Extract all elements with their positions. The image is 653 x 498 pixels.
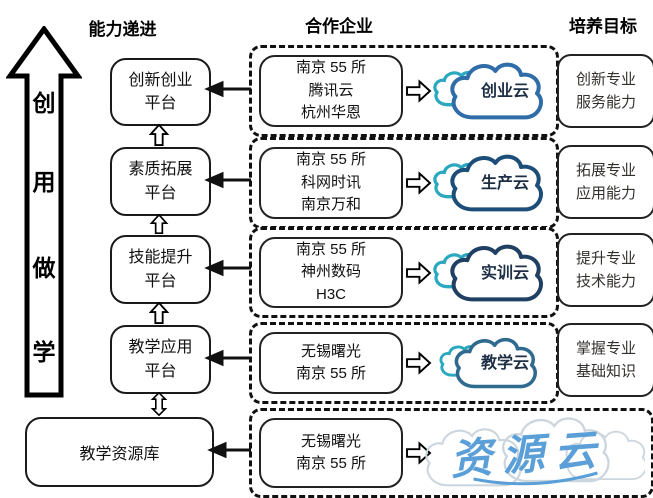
big-cloud-shape <box>454 337 537 389</box>
goal-box-4: 掌握专业 基础知识 <box>557 323 653 397</box>
big-cloud-shape <box>450 154 543 212</box>
watermark-resource-cloud: 资源云 <box>412 413 648 493</box>
up-arrow-icon <box>149 302 169 324</box>
up-down-arrow-icon <box>149 392 169 416</box>
faint-cloud-shape <box>502 417 610 483</box>
partner-companies-box: 无锡曙光 南京 55 所 <box>259 332 403 394</box>
partner-cloud-group-2: 南京 55 所 科网时讯 南京万和 生产云 <box>249 137 559 229</box>
partner-cloud-group-3: 南京 55 所 神州数码 H3C 实训云 <box>249 227 559 318</box>
arrow-char: 用 <box>32 169 56 195</box>
header-ability-progression: 能力递进 <box>88 20 157 39</box>
cloud-icon: 生产云 <box>428 147 550 219</box>
cloud-icon: 实训云 <box>428 237 550 309</box>
goal-box-2: 拓展专业 应用能力 <box>557 145 653 219</box>
partner-cloud-group-5: 无锡曙光 南京 55 所 资源云 <box>249 408 653 498</box>
cloud-icon: 创业云 <box>428 55 550 127</box>
resource-library-box: 教学资源库 <box>25 417 214 487</box>
big-cloud-shape <box>450 244 543 301</box>
partner-cloud-group-1: 南京 55 所 腾讯云 杭州华恩 创业云 <box>249 45 559 137</box>
big-cloud-shape <box>450 62 543 120</box>
platform-box-teaching: 教学应用 平台 <box>110 325 211 394</box>
up-arrow-icon <box>149 124 169 146</box>
watermark-text: 资源云 <box>449 425 608 485</box>
goal-box-3: 提升专业 技术能力 <box>557 233 653 307</box>
arrow-char: 做 <box>32 255 56 281</box>
faint-cloud-shape <box>565 430 648 481</box>
arrow-char: 学 <box>32 339 56 365</box>
cloud-icon: 教学云 <box>428 331 550 395</box>
right-arrow-icon <box>406 441 432 465</box>
partner-companies-box: 南京 55 所 神州数码 H3C <box>259 237 403 308</box>
up-arrow-icon <box>149 214 169 234</box>
goal-box-1: 创新专业 服务能力 <box>557 54 653 128</box>
cloud-label: 创业云 <box>480 83 529 100</box>
partner-companies-box: 无锡曙光 南京 55 所 <box>259 418 403 488</box>
cloud-label: 实训云 <box>480 264 529 282</box>
partner-cloud-group-4: 无锡曙光 南京 55 所 教学云 <box>249 322 559 404</box>
right-arrow-icon <box>406 171 432 195</box>
partner-companies-box: 南京 55 所 腾讯云 杭州华恩 <box>259 55 403 127</box>
faint-cloud-shape <box>425 428 522 487</box>
header-partner-companies: 合作企业 <box>305 17 373 36</box>
platform-box-skill: 技能提升 平台 <box>110 235 211 304</box>
cloud-label: 教学云 <box>480 355 529 372</box>
right-arrow-icon <box>406 79 432 103</box>
watermark-underline <box>473 471 598 486</box>
right-arrow-icon <box>406 261 432 284</box>
partner-companies-box: 南京 55 所 科网时讯 南京万和 <box>259 147 403 219</box>
right-arrow-icon <box>406 351 432 375</box>
header-training-goals: 培养目标 <box>569 17 637 36</box>
arrow-char: 创 <box>32 90 56 116</box>
platform-box-innovation: 创新创业 平台 <box>110 58 211 126</box>
up-arrow-shape <box>6 26 82 398</box>
platform-box-quality: 素质拓展 平台 <box>110 147 211 216</box>
capability-arrow: 创 用 做 学 <box>6 26 82 398</box>
cloud-label: 生产云 <box>480 175 529 192</box>
